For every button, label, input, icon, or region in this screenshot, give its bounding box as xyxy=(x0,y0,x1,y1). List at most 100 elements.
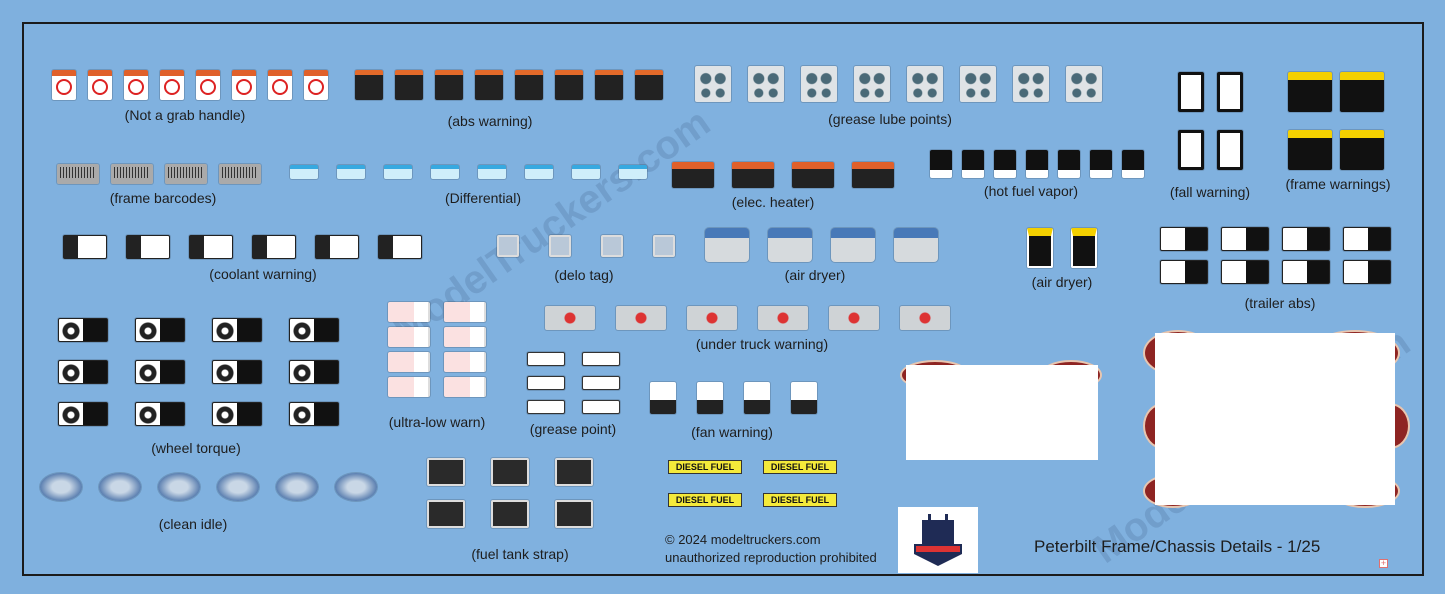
cool-decal xyxy=(189,235,233,259)
nograb-decal xyxy=(304,70,328,100)
decal-group-grease-point xyxy=(527,352,620,414)
idle-decal xyxy=(276,473,318,501)
wheel-decal xyxy=(135,360,185,384)
abs-decal xyxy=(515,70,543,100)
strap-decal xyxy=(427,458,465,486)
ultra-decal xyxy=(388,302,430,322)
diesel-fuel-decal: DIESEL FUEL xyxy=(668,493,742,507)
under-label: (under truck warning) xyxy=(695,336,829,352)
nograb-decal xyxy=(160,70,184,100)
lube-decal xyxy=(748,66,784,102)
abs-decal xyxy=(475,70,503,100)
diff-decal xyxy=(384,165,412,179)
wheel-decal xyxy=(289,360,339,384)
decal-group-wheel-torque xyxy=(58,318,339,426)
nograb-decal xyxy=(232,70,256,100)
vapor-decal xyxy=(994,150,1016,178)
barcode-decal xyxy=(219,164,261,184)
wheel-decal xyxy=(58,360,108,384)
trailer-decal xyxy=(1221,260,1269,284)
copyright-block: © 2024 modeltruckers.com unauthorized re… xyxy=(665,531,877,567)
decal-group-under-truck-warning xyxy=(545,306,950,330)
under-decal xyxy=(687,306,737,330)
fan-decal xyxy=(791,382,817,414)
diff-decal xyxy=(572,165,600,179)
wheel-decal xyxy=(135,318,185,342)
sheet-title: Peterbilt Frame/Chassis Details - 1/25 xyxy=(1034,537,1321,556)
wheel-decal xyxy=(289,402,339,426)
ultra-decal xyxy=(388,327,430,347)
wheel-decal xyxy=(289,318,339,342)
decal-group-elec-heater xyxy=(672,162,894,188)
wheel-decal xyxy=(212,402,262,426)
fall-decal xyxy=(1217,130,1243,170)
lube-decal xyxy=(695,66,731,102)
under-decal xyxy=(545,306,595,330)
nograb-label: (Not a grab handle) xyxy=(124,107,246,123)
decal-group-hot-fuel-vapor xyxy=(930,150,1144,178)
decal-group-frame-warnings xyxy=(1288,72,1384,170)
dryer2-label: (air dryer) xyxy=(1031,274,1093,290)
decal-group-not-grab-handle xyxy=(52,70,328,100)
ultra-decal xyxy=(444,377,486,397)
lube-decal xyxy=(854,66,890,102)
under-decal xyxy=(900,306,950,330)
heat-decal xyxy=(732,162,774,188)
decal-group-clean-idle xyxy=(40,473,377,501)
white-decal-blank xyxy=(1155,333,1395,505)
wheel-label: (wheel torque) xyxy=(151,440,241,456)
fall-decal xyxy=(1178,72,1204,112)
gpoint-decal xyxy=(527,400,565,414)
diff-decal xyxy=(619,165,647,179)
barcode-decal xyxy=(111,164,153,184)
dryer-decal xyxy=(705,228,749,262)
lube-decal xyxy=(960,66,996,102)
strap-label: (fuel tank strap) xyxy=(471,546,569,562)
idle-decal xyxy=(335,473,377,501)
gpoint-label: (grease point) xyxy=(529,421,617,437)
under-decal xyxy=(616,306,666,330)
diff-decal xyxy=(478,165,506,179)
trailer-decal xyxy=(1343,227,1391,251)
diff-decal xyxy=(431,165,459,179)
truck-logo-icon xyxy=(914,514,962,566)
trailer-decal xyxy=(1160,227,1208,251)
idle-decal xyxy=(99,473,141,501)
framew-decal xyxy=(1340,72,1384,112)
decal-group-coolant-warning xyxy=(63,235,422,259)
decal-group-fan-warning xyxy=(650,382,817,414)
diff-label: (Differential) xyxy=(445,190,521,206)
fall-label: (fall warning) xyxy=(1169,184,1251,200)
under-decal xyxy=(829,306,879,330)
reproduction-notice: unauthorized reproduction prohibited xyxy=(665,550,877,565)
gpoint-decal xyxy=(582,400,620,414)
idle-decal xyxy=(40,473,82,501)
lube-decal xyxy=(1066,66,1102,102)
decal-group-differential xyxy=(290,165,647,179)
dryer-decal xyxy=(894,228,938,262)
dryer-decal xyxy=(768,228,812,262)
diesel-fuel-decal: DIESEL FUEL xyxy=(763,460,837,474)
wheel-decal xyxy=(212,318,262,342)
ultra-decal xyxy=(444,327,486,347)
abs-decal xyxy=(635,70,663,100)
delo-decal xyxy=(653,235,675,257)
trailer-decal xyxy=(1221,227,1269,251)
dryer2-decal xyxy=(1071,228,1097,268)
delo-decal xyxy=(549,235,571,257)
dryer2-decal xyxy=(1027,228,1053,268)
trailer-decal xyxy=(1343,260,1391,284)
trailer-decal xyxy=(1282,227,1330,251)
diff-decal xyxy=(337,165,365,179)
gpoint-decal xyxy=(527,376,565,390)
vapor-decal xyxy=(1058,150,1080,178)
diff-decal xyxy=(525,165,553,179)
abs-decal xyxy=(435,70,463,100)
under-decal xyxy=(758,306,808,330)
copyright-text: © 2024 modeltruckers.com xyxy=(665,532,821,547)
ultra-decal xyxy=(388,377,430,397)
ultra-decal xyxy=(388,352,430,372)
dryer-decal xyxy=(831,228,875,262)
abs-decal xyxy=(595,70,623,100)
wheel-decal xyxy=(58,318,108,342)
